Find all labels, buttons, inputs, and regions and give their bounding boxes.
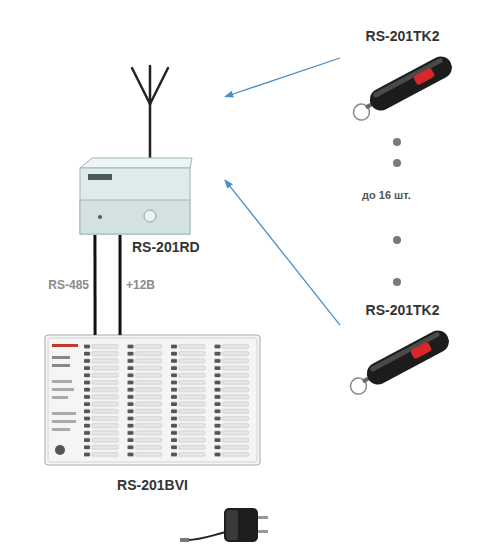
device-node: RS-201TK2 (340, 302, 465, 407)
device-node: RS-201TK2 (340, 28, 465, 128)
wire-label: RS-485 (48, 278, 89, 292)
radio-signal-arrow (225, 58, 340, 97)
indicator-panel (45, 335, 260, 465)
device-label: RS-201TK2 (340, 28, 465, 44)
device-label: RS-201RD (132, 239, 232, 255)
wire-label: +12В (126, 278, 155, 292)
device-node: RS-201RD (80, 60, 225, 235)
key-fob (348, 53, 455, 124)
continuation-dots (393, 138, 401, 286)
device-label: RS-201TK2 (340, 302, 465, 318)
antenna (132, 66, 168, 160)
power-adapter (180, 508, 268, 542)
receiver-unit (80, 158, 192, 234)
key-fob (345, 327, 452, 398)
quantity-note: до 16 шт. (362, 189, 411, 202)
device-label: RS-201BVI (45, 477, 260, 493)
radio-signal-arrow (225, 180, 340, 325)
cable-wire (93, 235, 96, 335)
cable-wire (119, 235, 122, 335)
device-node: RS-201BVI (45, 335, 260, 465)
